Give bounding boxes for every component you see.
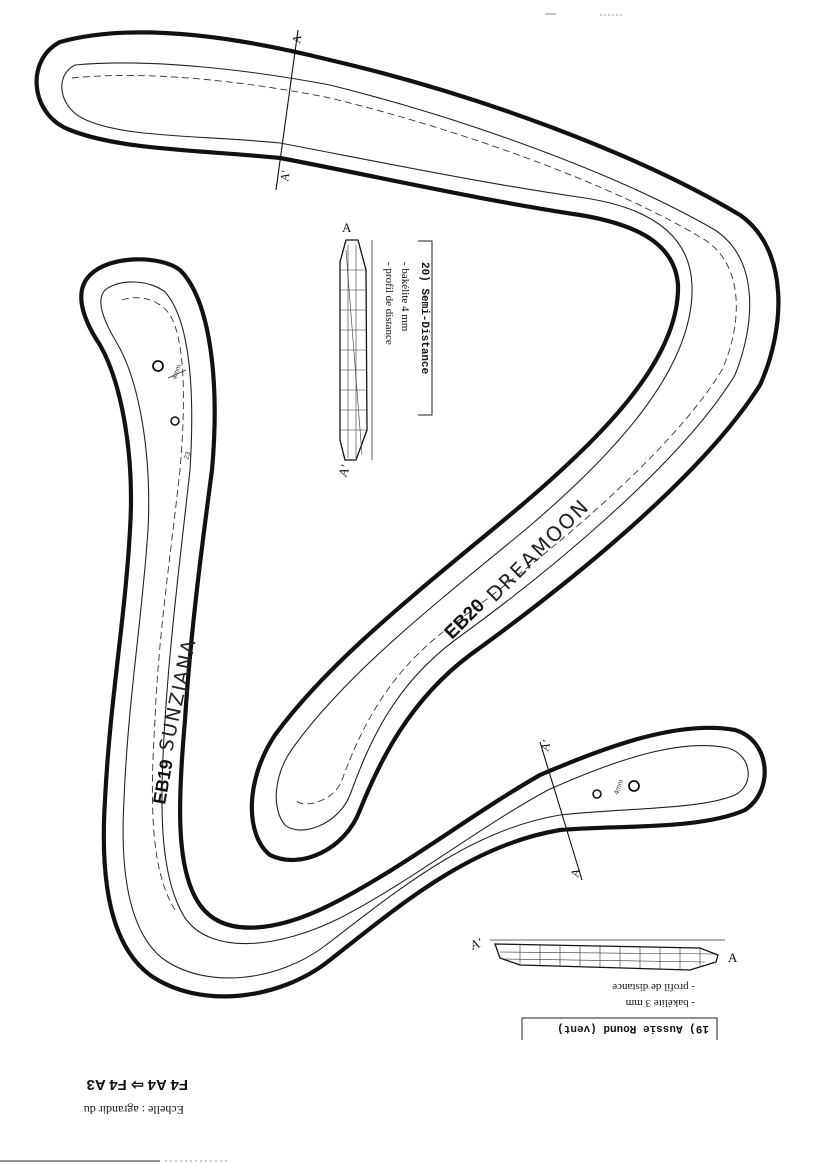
eb20-outline — [34, 30, 781, 863]
eb19-inner-line — [100, 281, 749, 979]
profile-20-bracket — [418, 240, 433, 416]
right-hole-1 — [592, 789, 602, 799]
profile-20-grid — [340, 245, 367, 458]
profile-20-section: A A' 20) Semi-Distance - bakélite 4 mm -… — [335, 220, 433, 479]
eb19-name: SUNZJANA — [155, 636, 200, 753]
eb20-name: DREAMOON — [482, 494, 595, 607]
eb19-code: EB19 — [149, 758, 177, 806]
profile-20-line1: - bakélite 4 mm — [399, 262, 411, 332]
profile-20-title: 20) Semi-Distance — [418, 262, 430, 375]
eb19-right-arm-marks: 4mm A' A — [537, 739, 640, 881]
profile-19-section: A' A 19) Aussie Round (vent) - bakélite … — [468, 935, 738, 1040]
eb19-outline — [79, 257, 767, 999]
eb19-hole-2 — [170, 416, 180, 426]
right-section-a-prime: A' — [537, 739, 553, 753]
eb20-dashed-line — [71, 75, 737, 805]
profile-19-outline — [494, 943, 719, 971]
eb20-section-line: A A' — [275, 29, 305, 191]
profile-19-line2: - profil de distance — [612, 981, 695, 993]
scan-specks — [0, 13, 622, 1162]
right-section-a: A — [567, 866, 583, 878]
scale-ratio: F4 A4 ⇨ F4 A3 — [87, 1076, 188, 1093]
profile-20-a-prime: A' — [335, 463, 353, 479]
profile-19-a-prime: A' — [468, 935, 484, 953]
eb19-hole-1 — [152, 360, 164, 372]
profile-20-a: A — [342, 220, 352, 235]
eb20-section-a-prime: A' — [277, 169, 293, 182]
eb20-section-a: A — [289, 33, 304, 44]
profile-19-title: 19) Aussie Round (vent) — [557, 1022, 709, 1034]
right-hole-2 — [628, 780, 640, 792]
scale-note: F4 A4 ⇨ F4 A3 Echelle : agrandir du — [84, 1076, 188, 1117]
boomerang-eb20: EB20 DREAMOON — [34, 30, 781, 863]
eb19-hole-dim-1: 4mm — [171, 364, 183, 381]
profile-20-line2: - profil de distance — [383, 262, 395, 345]
profile-19-line1: - bakélite 3 mm — [625, 997, 695, 1009]
scale-caption: Echelle : agrandir du — [84, 1103, 184, 1117]
eb19-dashed-line — [121, 297, 184, 911]
profile-19-grid — [499, 944, 716, 969]
right-hole-dim: 4mm — [613, 779, 625, 796]
eb19-hole-dim-2: 23 — [183, 451, 192, 461]
profile-19-legend: 19) Aussie Round (vent) - bakélite 3 mm … — [521, 981, 718, 1040]
eb20-code: EB20 — [441, 595, 489, 643]
profile-19-a: A — [728, 950, 738, 965]
eb20-inner-line — [61, 62, 751, 831]
